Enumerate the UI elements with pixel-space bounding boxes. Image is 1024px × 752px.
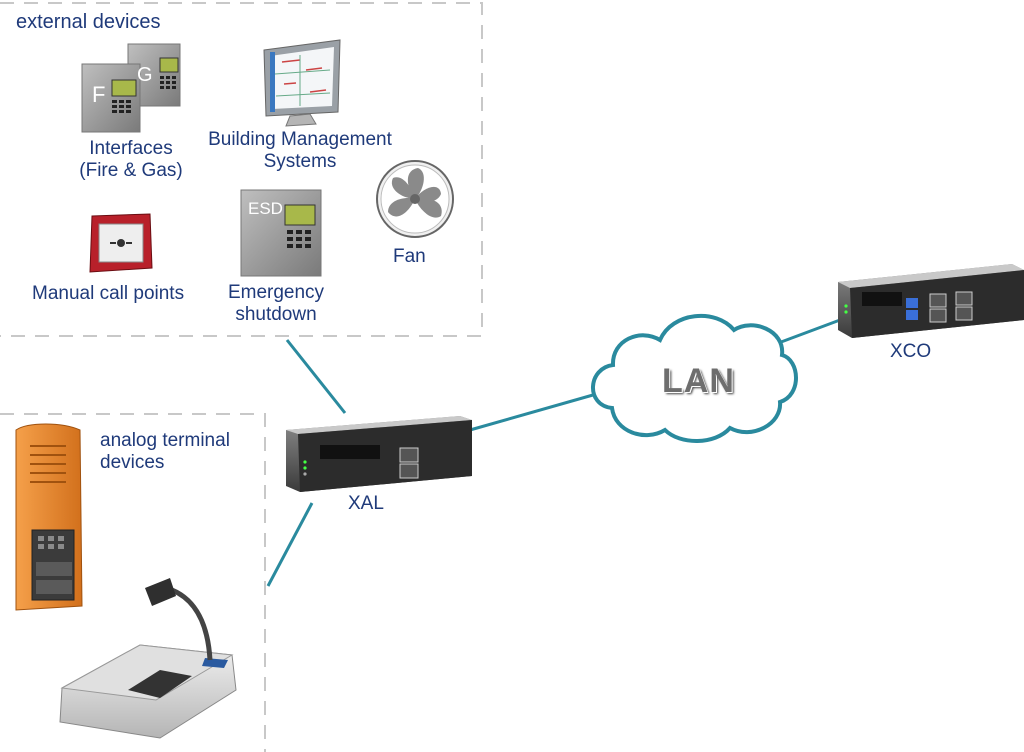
- connector-xal-to-lan: [469, 391, 601, 432]
- connector-analog-to-xal: [266, 502, 314, 587]
- analog-intercom-terminal-icon: [15, 423, 83, 611]
- emergency-shutdown-label: Emergency shutdown: [216, 282, 336, 326]
- manual-call-points-label: Manual call points: [32, 283, 185, 304]
- lan-cloud-shape: [591, 313, 798, 443]
- analog-terminal-group-border: [0, 413, 266, 752]
- interfaces-label: Interfaces (Fire & Gas): [66, 138, 196, 182]
- bms-label: Building Management Systems: [188, 129, 412, 173]
- emergency-shutdown-label-line2: shutdown: [235, 304, 317, 325]
- xal-label: XAL: [348, 493, 384, 514]
- fan-icon: [376, 160, 454, 238]
- interfaces-panel-letter-g: G: [137, 64, 153, 86]
- interfaces-label-line1: Interfaces: [89, 138, 173, 159]
- connector-lines: [266, 318, 841, 587]
- interfaces-panel-letter-f: F: [92, 82, 106, 107]
- building-management-monitor-icon: [263, 39, 341, 127]
- interfaces-label-line2: (Fire & Gas): [79, 160, 183, 181]
- xal-device-icon: [286, 416, 472, 492]
- analog-terminal-title-line1: analog terminal: [100, 430, 230, 451]
- analog-terminal-title-line2: devices: [100, 452, 165, 473]
- xco-label: XCO: [890, 341, 932, 362]
- external-devices-group-title: external devices: [16, 11, 161, 33]
- manual-call-point-icon: [89, 213, 153, 273]
- bms-label-line2: Systems: [263, 151, 337, 172]
- fan-label: Fan: [393, 246, 426, 267]
- analog-terminal-group-title: analog terminal devices: [100, 430, 230, 474]
- emergency-shutdown-label-line1: Emergency: [227, 282, 325, 303]
- interfaces-fire-gas-icon: [81, 43, 181, 133]
- desk-microphone-console-icon: [59, 578, 237, 739]
- lan-label: LAN: [662, 362, 735, 400]
- emergency-shutdown-panel-icon: [240, 189, 322, 277]
- external-devices-group-border: [0, 2, 483, 337]
- connector-external-to-xal: [285, 339, 347, 414]
- bms-label-line1: Building Management: [208, 129, 392, 150]
- xco-device-icon: [838, 264, 1024, 338]
- esd-panel-letters: ESD: [248, 199, 283, 218]
